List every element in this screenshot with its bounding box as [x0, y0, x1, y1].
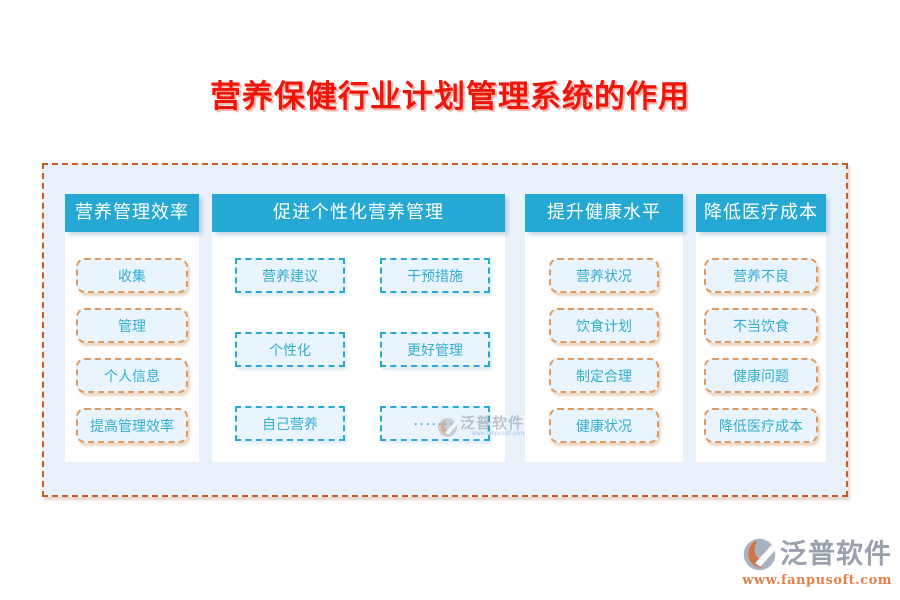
column-nutrition-management-efficiency: 营养管理效率 收集 管理 个人信息 提高管理效率 [65, 194, 199, 462]
brand-name: 泛普软件 [780, 538, 892, 570]
column-reduce-medical-cost: 降低医疗成本 营养不良 不当饮食 健康问题 降低医疗成本 [696, 194, 826, 462]
diagram-node: 营养不良 [704, 258, 818, 293]
diagram-node-ellipsis: ······· [380, 406, 490, 441]
brand-url: www.fanpusoft.com [742, 573, 892, 588]
column-body: 营养状况 饮食计划 制定合理 健康状况 [525, 232, 683, 443]
column-header: 提升健康水平 [525, 194, 683, 232]
diagram-node: 收集 [76, 258, 188, 293]
fanpu-logo-icon [437, 417, 458, 438]
diagram-node: 降低医疗成本 [704, 408, 818, 443]
diagram-node: 健康问题 [704, 358, 818, 393]
column-body: 营养建议 干预措施 个性化 更好管理 自己营养 ······· [212, 232, 505, 441]
column-header: 降低医疗成本 [696, 194, 826, 232]
diagram-node: 干预措施 [380, 258, 490, 293]
watermark-brand: 泛普软件 [460, 414, 525, 432]
diagram-container: 营养管理效率 收集 管理 个人信息 提高管理效率 促进个性化营养管理 营养建议 … [42, 163, 848, 497]
diagram-node: 营养状况 [549, 258, 659, 293]
brand-logo: 泛普软件 www.fanpusoft.com [742, 537, 892, 588]
column-body: 收集 管理 个人信息 提高管理效率 [65, 232, 199, 443]
diagram-node: 自己营养 [235, 406, 345, 441]
diagram-node: 健康状况 [549, 408, 659, 443]
column-header: 营养管理效率 [65, 194, 199, 232]
column-body: 营养不良 不当饮食 健康问题 降低医疗成本 [696, 232, 826, 443]
diagram-node: 提高管理效率 [76, 408, 188, 443]
diagram-node: 管理 [76, 308, 188, 343]
column-improve-health-level: 提升健康水平 营养状况 饮食计划 制定合理 健康状况 [525, 194, 683, 462]
diagram-node: 饮食计划 [549, 308, 659, 343]
diagram-node: 制定合理 [549, 358, 659, 393]
diagram-node: 个性化 [235, 332, 345, 367]
fanpu-logo-icon [742, 537, 777, 572]
watermark: 泛普软件 www.fanpusoft.com [437, 416, 524, 438]
diagram-node: 个人信息 [76, 358, 188, 393]
column-header: 促进个性化营养管理 [212, 194, 505, 232]
diagram-node: 不当饮食 [704, 308, 818, 343]
page-title: 营养保健行业计划管理系统的作用 [210, 78, 690, 115]
watermark-text: 泛普软件 www.fanpusoft.com [460, 416, 524, 438]
watermark-url: www.fanpusoft.com [471, 431, 525, 437]
diagram-node: 更好管理 [380, 332, 490, 367]
brand-logo-row: 泛普软件 [742, 537, 892, 572]
diagram-node: 营养建议 [235, 258, 345, 293]
column-personalized-nutrition-management: 促进个性化营养管理 营养建议 干预措施 个性化 更好管理 自己营养 ······… [212, 194, 505, 462]
